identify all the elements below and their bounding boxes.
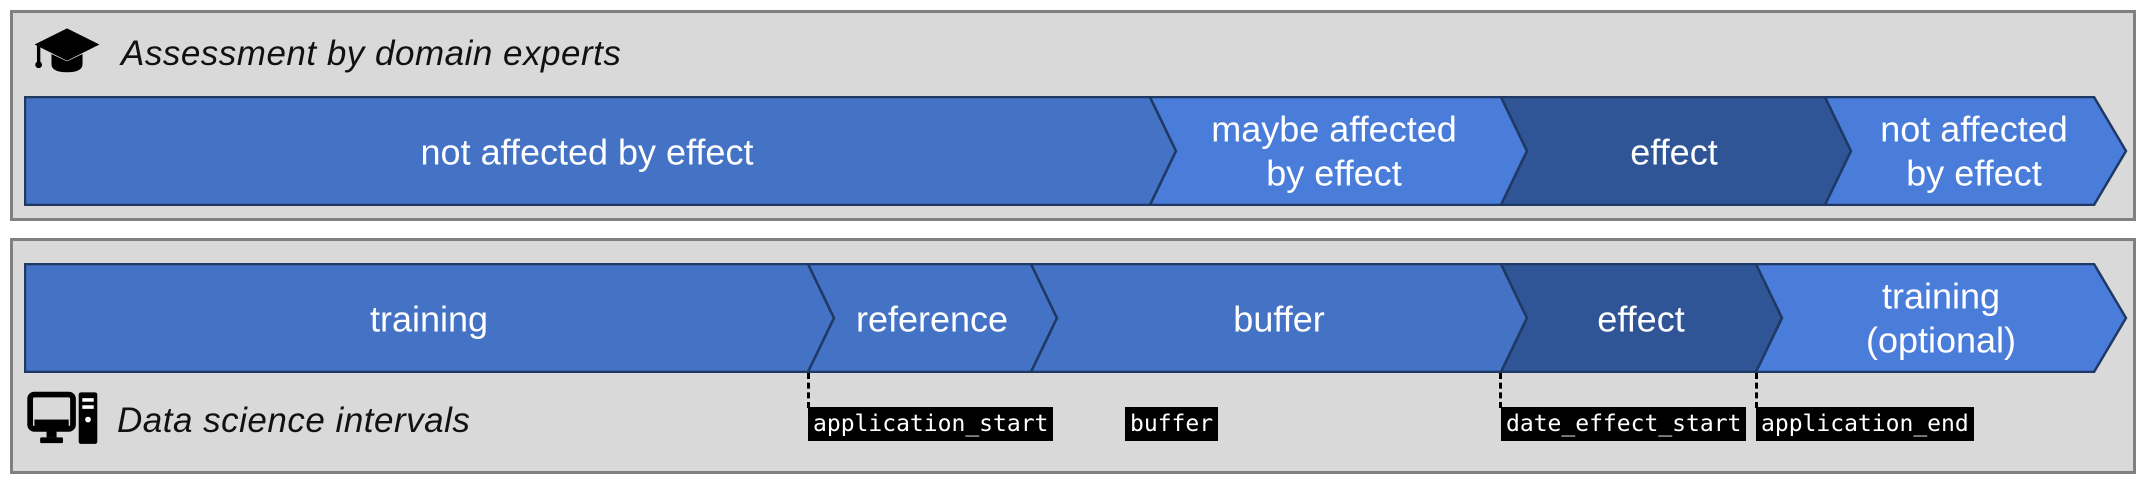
segment-label: buffer — [1233, 299, 1324, 340]
marker-line-application-start — [807, 373, 810, 408]
segment-label: by effect — [1266, 153, 1401, 194]
data-science-timeline-arrow: training reference buffer effect trainin… — [24, 263, 2128, 373]
segment-label: training — [370, 299, 488, 340]
data-science-panel: training reference buffer effect trainin… — [10, 238, 2136, 474]
segment-label: reference — [856, 299, 1008, 340]
segment-label: effect — [1597, 299, 1684, 340]
expert-panel-title: Assessment by domain experts — [121, 34, 622, 73]
marker-chip-application-start: application_start — [808, 407, 1054, 441]
marker-chip-application-end: application_end — [1756, 407, 1974, 441]
expert-assessment-panel: Assessment by domain experts not affecte… — [10, 10, 2136, 221]
computer-icon — [27, 391, 99, 451]
segment-label: by effect — [1906, 153, 2041, 194]
segment-label: not affected by effect — [421, 132, 754, 173]
segment-label: maybe affected — [1211, 109, 1457, 150]
segment-training-optional — [1754, 263, 2128, 373]
data-science-panel-title: Data science intervals — [117, 401, 471, 440]
segment-label: not affected — [1880, 109, 2068, 150]
marker-chip-buffer: buffer — [1125, 407, 1219, 441]
expert-panel-header: Assessment by domain experts — [33, 27, 621, 81]
marker-chip-date-effect-start: date_effect_start — [1501, 407, 1747, 441]
segment-label: (optional) — [1866, 320, 2016, 361]
marker-line-date-effect-start — [1499, 373, 1502, 408]
segment-label: training — [1882, 276, 2000, 317]
graduation-cap-icon — [33, 27, 101, 81]
expert-timeline-arrow: not affected by effect maybe affected by… — [24, 96, 2128, 206]
segment-label: effect — [1630, 132, 1717, 173]
segment-not-affected-2 — [1823, 96, 2128, 206]
data-science-panel-footer: Data science intervals — [27, 391, 470, 451]
marker-line-application-end — [1755, 373, 1758, 408]
